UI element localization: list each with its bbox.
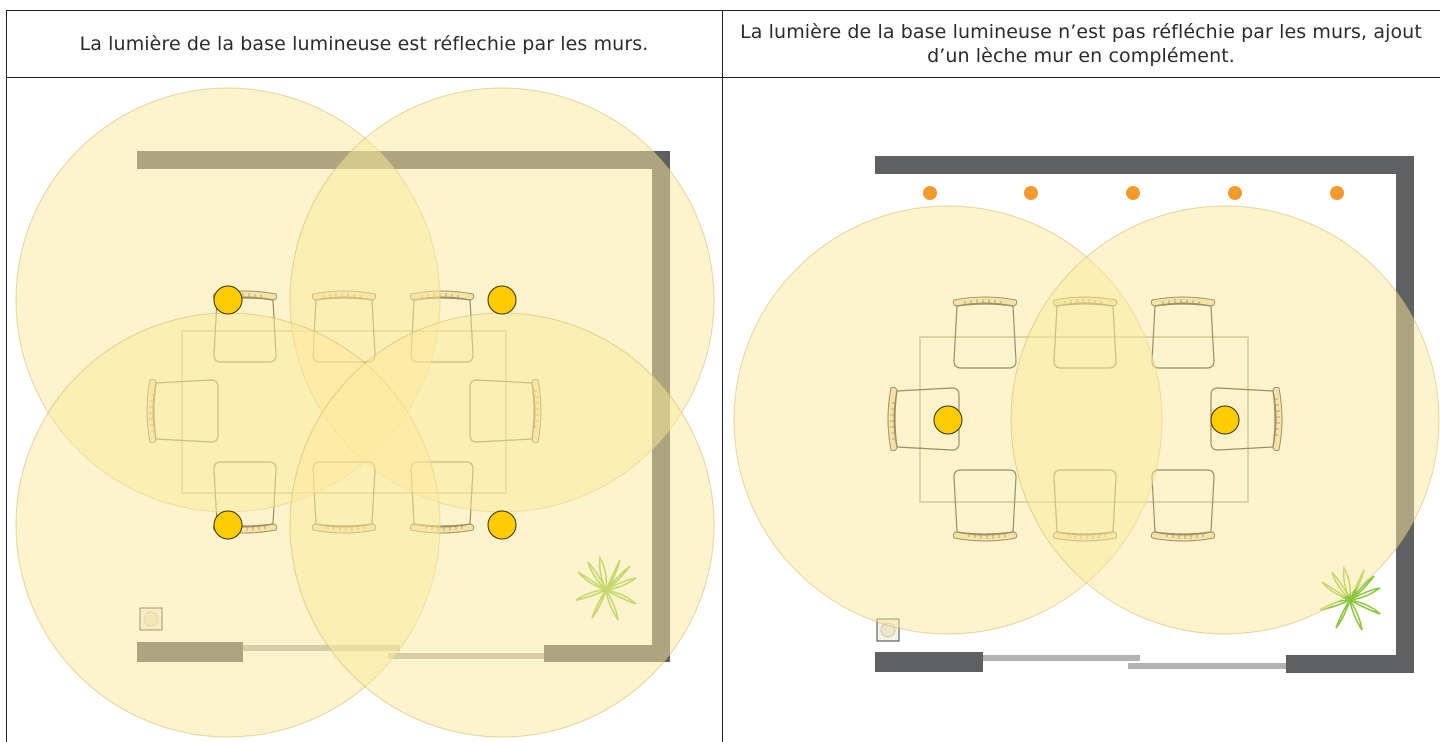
light-halos	[733, 205, 1440, 635]
left-plan	[15, 87, 715, 738]
table-border-middle	[722, 10, 723, 742]
table-border-left	[6, 10, 7, 742]
caption-left-text: La lumière de la base lumineuse est réfl…	[79, 33, 649, 55]
wall	[875, 652, 983, 672]
caption-left: La lumière de la base lumineuse est réfl…	[8, 12, 720, 76]
table-border-top	[6, 10, 1440, 11]
light-halos	[15, 87, 715, 738]
right-plan	[733, 156, 1440, 673]
window	[982, 655, 1140, 661]
wall-washer-icon	[923, 186, 1344, 200]
lamps	[213, 285, 517, 540]
caption-right-text: La lumière de la base lumineuse n’est pa…	[740, 21, 1422, 67]
lamps	[933, 405, 1240, 435]
caption-right: La lumière de la base lumineuse n’est pa…	[724, 12, 1438, 76]
window	[1128, 663, 1286, 669]
table-border-header-bottom	[6, 77, 1440, 78]
